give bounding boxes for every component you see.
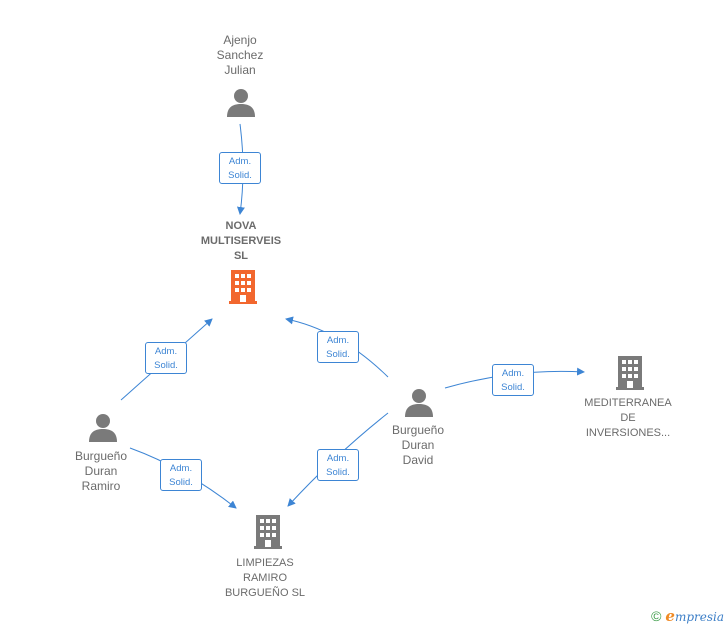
edge-label-line: Adm. [501,368,525,379]
node-label-line: RAMIRO [243,572,287,584]
person-icon[interactable] [226,88,256,118]
node-label-line: Burgueño [391,423,445,437]
person-icon[interactable] [404,388,434,418]
node-label-line: LIMPIEZAS [236,557,294,569]
node-label-nova[interactable]: NOVA MULTISERVEIS SL [180,219,302,264]
edge-label-line: Adm. [154,346,178,357]
edge-label-ajenjo-nova[interactable]: Adm. Solid. [219,152,261,184]
node-label-mediterranea[interactable]: MEDITERRANEA DE INVERSIONES... [572,396,684,441]
brand-name: mpresia [674,610,724,624]
node-label-line: Duran [401,438,435,452]
node-label-david[interactable]: Burgueño Duran David [366,423,470,468]
node-label-line: Ramiro [81,479,121,493]
company-building-icon[interactable] [615,356,645,390]
node-label-limpiezas[interactable]: LIMPIEZAS RAMIRO BURGUEÑO SL [206,556,324,601]
node-label-line: Julian [224,63,256,77]
edge-label-line: Solid. [501,382,525,393]
edge-label-line: Solid. [228,170,252,181]
company-building-icon[interactable] [253,515,283,549]
node-label-line: DE [620,412,636,424]
company-building-icon[interactable] [228,270,258,304]
node-label-line: Duran [84,464,118,478]
edge-label-david-nova[interactable]: Adm. Solid. [317,331,359,363]
copyright-icon: © [651,608,662,624]
node-label-line: Ajenjo [223,33,257,47]
node-label-ajenjo[interactable]: Ajenjo Sanchez Julian [188,33,292,78]
node-label-line: NOVA [225,220,257,232]
person-icon[interactable] [88,413,118,443]
edge-label-david-mediterranea[interactable]: Adm. Solid. [492,364,534,396]
edge-label-line: Solid. [154,360,178,371]
edge-label-line: Solid. [326,467,350,478]
edge-label-ramiro-limpiezas[interactable]: Adm. Solid. [160,459,202,491]
node-label-line: INVERSIONES... [585,427,671,439]
edge-label-line: Adm. [169,463,193,474]
node-label-line: David [402,453,434,467]
node-label-line: MULTISERVEIS [200,235,282,247]
node-label-line: SL [233,250,249,262]
empresia-logo: ©empresia [651,607,724,625]
edge-label-line: Adm. [326,335,350,346]
node-label-line: Burgueño [74,449,128,463]
edge-label-line: Adm. [228,156,252,167]
node-label-line: BURGUEÑO SL [224,587,306,599]
edge-label-line: Solid. [326,349,350,360]
node-label-ramiro[interactable]: Burgueño Duran Ramiro [49,449,153,494]
edge-label-line: Solid. [169,477,193,488]
node-label-line: Sanchez [216,48,264,62]
edge-label-ramiro-nova[interactable]: Adm. Solid. [145,342,187,374]
edge-label-line: Adm. [326,453,350,464]
brand-initial: e [665,607,675,625]
edge-label-david-limpiezas[interactable]: Adm. Solid. [317,449,359,481]
node-label-line: MEDITERRANEA [584,397,672,409]
